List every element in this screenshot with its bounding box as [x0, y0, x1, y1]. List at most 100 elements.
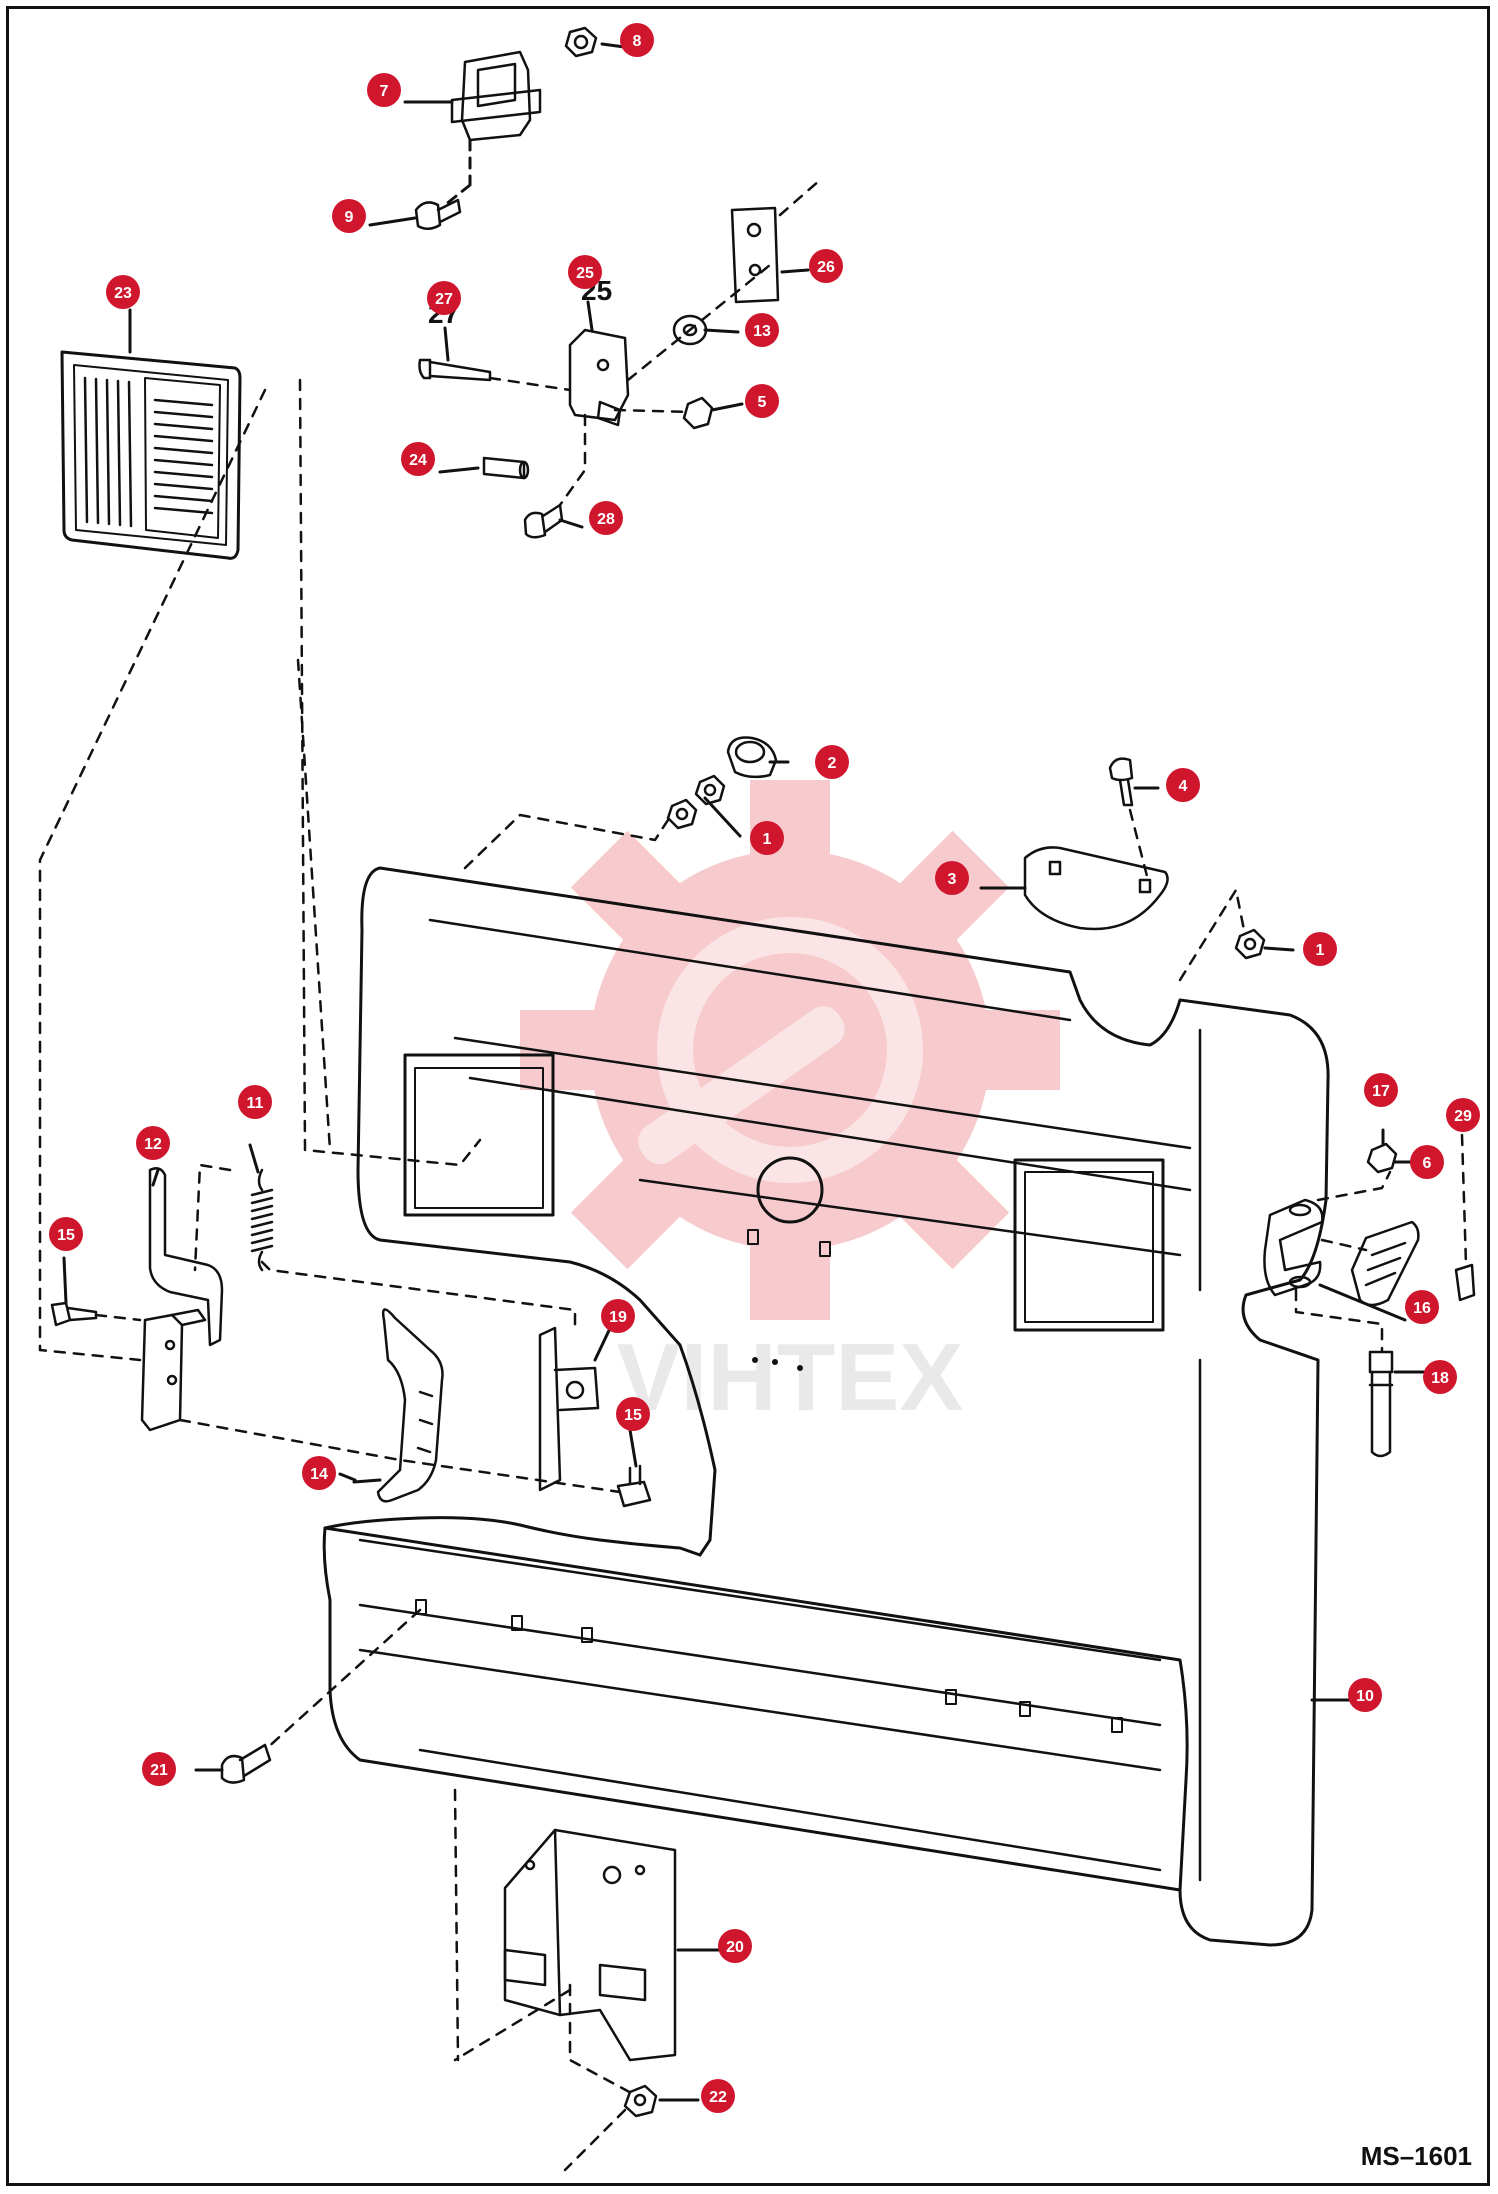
grille-part-23	[60, 350, 242, 560]
nut-part-22	[623, 2084, 658, 2118]
dashed-leaders-right	[1294, 1133, 1468, 1352]
hinge-bracket	[1263, 1198, 1324, 1297]
nut-part-1-right	[1234, 928, 1266, 960]
svg-text:9: 9	[345, 209, 354, 226]
callout-18: 18	[1423, 1360, 1457, 1394]
callout-28: 28	[589, 501, 623, 535]
leader-14	[352, 1478, 382, 1484]
callout-15-right: 15	[616, 1397, 650, 1431]
callout-badges: 8 7 9 26 25 23 27 13 5 24 28 2 4 1 3 1 1…	[49, 23, 1480, 2113]
bracket-part-20	[503, 1828, 677, 2062]
bushing-part-2	[726, 736, 778, 779]
callout-leaders	[62, 42, 1432, 2102]
callout-7: 7	[367, 73, 401, 107]
svg-text:23: 23	[114, 285, 132, 302]
dashed-leaders-upper	[38, 178, 822, 1362]
latch-block	[140, 1308, 207, 1432]
clip-part-29	[1454, 1263, 1476, 1302]
callout-27: 27	[427, 281, 461, 315]
callout-2: 2	[815, 745, 849, 779]
drawing-frame	[6, 6, 1490, 2186]
svg-text:7: 7	[380, 83, 389, 100]
rear-panel-torn-edge	[323, 1516, 702, 1557]
callout-21: 21	[142, 1752, 176, 1786]
callout-10: 10	[1348, 1678, 1382, 1712]
bolt-part-4	[1108, 757, 1134, 807]
panel-slots	[415, 1229, 1123, 1733]
callout-26: 26	[809, 249, 843, 283]
svg-text:14: 14	[310, 1466, 328, 1483]
nut-part-5	[682, 396, 714, 430]
callout-5: 5	[745, 384, 779, 418]
leader-16	[1318, 1283, 1407, 1322]
nut-part-1-top	[666, 774, 726, 830]
callout-3: 3	[935, 861, 969, 895]
panel-center-hole	[756, 1156, 824, 1224]
svg-text:17: 17	[1372, 1083, 1390, 1100]
svg-text:25: 25	[576, 265, 594, 282]
svg-text:1: 1	[1316, 942, 1325, 959]
rear-panel-upper	[356, 866, 1330, 1947]
svg-text:4: 4	[1179, 778, 1188, 795]
callout-17: 17	[1364, 1073, 1398, 1107]
bolt-part-15-left	[50, 1301, 98, 1327]
svg-text:8: 8	[633, 33, 642, 50]
svg-text:26: 26	[817, 259, 835, 276]
spring-part-11	[250, 1168, 274, 1272]
svg-text:5: 5	[758, 394, 767, 411]
callout-11: 11	[238, 1085, 272, 1119]
bolt-part-21	[220, 1743, 272, 1784]
bolt-part-28	[523, 503, 564, 539]
callout-12: 12	[136, 1126, 170, 1160]
svg-text:18: 18	[1431, 1370, 1449, 1387]
svg-text:22: 22	[709, 2089, 727, 2106]
bracket-part-14	[376, 1308, 444, 1503]
bracket-part-3	[1023, 846, 1169, 931]
svg-text:24: 24	[409, 452, 427, 469]
spacer-part-24	[482, 456, 530, 480]
callout-1-top: 1	[750, 821, 784, 855]
svg-text:11: 11	[247, 1095, 264, 1112]
bracket-part-19	[538, 1326, 600, 1492]
svg-text:13: 13	[753, 323, 771, 340]
callout-19: 19	[601, 1299, 635, 1333]
callout-29: 29	[1446, 1098, 1480, 1132]
plate-part-26	[730, 206, 780, 304]
plate-part-16	[1350, 1220, 1420, 1307]
callout-23: 23	[106, 275, 140, 309]
svg-text:28: 28	[597, 511, 615, 528]
dashed-leaders-top	[463, 808, 1247, 982]
svg-text:19: 19	[609, 1309, 627, 1326]
nut-part-6	[1366, 1142, 1398, 1174]
callout-13: 13	[745, 313, 779, 347]
lever-part-12	[148, 1167, 224, 1347]
svg-text:15: 15	[624, 1407, 642, 1424]
svg-text:12: 12	[144, 1136, 162, 1153]
watermark-text: VIHTEX	[617, 1324, 964, 1431]
leader-7-9	[443, 138, 472, 207]
panel-window-left	[403, 1053, 555, 1217]
svg-text:21: 21	[150, 1762, 168, 1779]
watermark-gear-logo	[520, 780, 1060, 1320]
svg-text:27: 27	[435, 291, 453, 308]
callout-25: 25	[568, 255, 602, 289]
svg-text:16: 16	[1413, 1300, 1431, 1317]
dashed-leaders-bottom	[263, 1608, 637, 2172]
callout-1-right: 1	[1303, 932, 1337, 966]
pin-part-18	[1368, 1350, 1394, 1458]
svg-text:3: 3	[948, 871, 957, 888]
callout-15-left: 15	[49, 1217, 83, 1251]
callout-22: 22	[701, 2079, 735, 2113]
callout-8: 8	[620, 23, 654, 57]
callout-14: 14	[302, 1456, 336, 1490]
callout-9: 9	[332, 199, 366, 233]
dashed-leaders-left	[94, 1163, 622, 1494]
nut-part-8	[564, 26, 598, 58]
callout-20: 20	[718, 1929, 752, 1963]
svg-text:10: 10	[1356, 1688, 1374, 1705]
svg-text:20: 20	[726, 1939, 744, 1956]
bolt-part-27	[418, 358, 492, 382]
svg-text:6: 6	[1423, 1155, 1432, 1172]
callout-4: 4	[1166, 768, 1200, 802]
